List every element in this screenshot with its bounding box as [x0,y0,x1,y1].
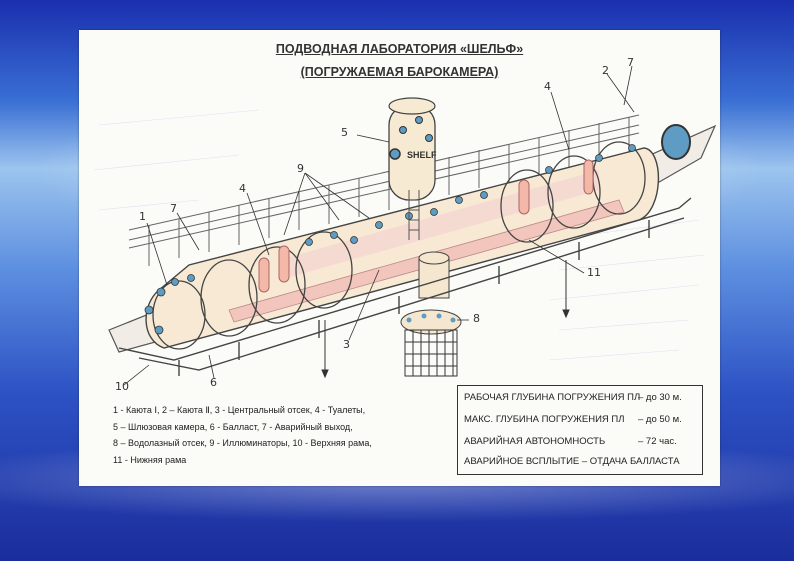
cabin-doors [258,159,594,293]
depth-arrows [321,260,570,379]
diagram-subtitle: (ПОГРУЖАЕМАЯ БАРОКАМЕРА) [300,65,499,79]
bow-porthole [661,124,691,160]
background-hatching [93,109,705,361]
diagram-title: ПОДВОДНАЯ ЛАБОРАТОРИЯ «ШЕЛЬФ» [275,42,524,56]
callout-4: 4 [239,182,246,195]
spec-value: – до 50 м. [638,414,682,425]
module-label: SHELF [407,150,437,160]
callout-10: 10 [115,380,129,393]
airlock-tower [388,97,436,240]
spec-label: РАБОЧАЯ ГЛУБИНА ПОГРУЖЕНИЯ ПЛ [464,392,641,403]
legend-line: 11 - Нижняя рама [113,454,187,465]
legend-line: 1 - Каюта Ⅰ, 2 – Каюта Ⅱ, 3 - Центральны… [113,405,366,415]
callout-7-right: 7 [627,56,634,69]
upper-railing [128,114,640,266]
bulkhead-rings [152,141,646,350]
legend-line: 5 – Шлюзовая камера, 6 - Балласт, 7 - Ав… [113,421,353,432]
callout-9: 9 [297,162,304,175]
callout-8: 8 [473,312,480,325]
callout-3: 3 [343,338,350,351]
spec-label: АВАРИЙНАЯ АВТОНОМНОСТЬ [464,436,606,447]
lower-frame [118,197,692,376]
callout-6: 6 [210,376,217,389]
specs-box: РАБОЧАЯ ГЛУБИНА ПОГРУЖЕНИЯ ПЛ – до 30 м.… [457,385,703,475]
spec-label: АВАРИЙНОЕ ВСПЛЫТИЕ – ОТДАЧА БАЛЛАСТА [464,456,680,467]
spec-value: – до 30 м. [638,392,682,403]
callout-7: 7 [170,202,177,215]
portholes [144,144,636,335]
diving-compartment [400,251,462,377]
callout-2: 2 [602,64,609,77]
callout-5: 5 [341,126,348,139]
callout-leaders [123,65,635,386]
callout-11: 11 [587,266,601,279]
legend: 1 - Каюта Ⅰ, 2 – Каюта Ⅱ, 3 - Центральны… [113,402,493,468]
callout-4-right: 4 [544,80,551,93]
callout-1: 1 [139,210,146,223]
submarine-drawing: SHELF [93,65,717,386]
legend-line: 8 – Водолазный отсек, 9 - Иллюминаторы, … [113,438,372,448]
drawing-sheet: ПОДВОДНАЯ ЛАБОРАТОРИЯ «ШЕЛЬФ» (ПОГРУЖАЕМ… [79,30,720,486]
spec-label: МАКС. ГЛУБИНА ПОГРУЖЕНИЯ ПЛ [464,414,625,425]
spec-value: – 72 час. [638,436,677,447]
